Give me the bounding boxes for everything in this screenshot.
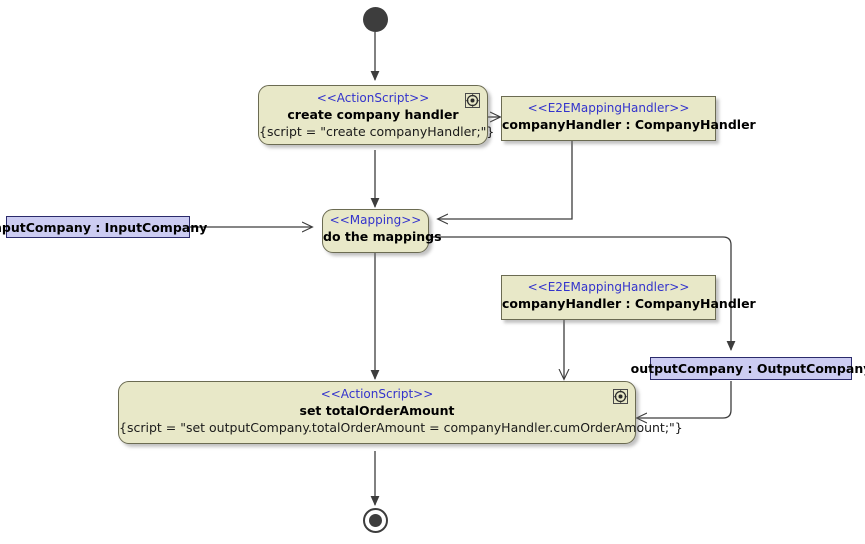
object-node-company-handler-out[interactable]: <<E2EMappingHandler>> companyHandler : C… [501, 96, 756, 141]
cog-icon[interactable] [613, 389, 628, 404]
action-node-title: do the mappings [323, 229, 442, 244]
object-node-title: companyHandler : CompanyHandler [502, 117, 756, 132]
initial-node[interactable] [363, 7, 388, 32]
edge-company-handler-out-to-do-mappings [438, 141, 573, 219]
stereotype-label: <<ActionScript>> [316, 91, 430, 105]
stereotype-label: <<E2EMappingHandler>> [527, 101, 690, 115]
cog-icon[interactable] [465, 93, 480, 108]
action-node-do-the-mappings[interactable]: <<Mapping>> do the mappings [322, 209, 442, 253]
action-node-create-company-handler[interactable]: <<ActionScript>> create company handler … [258, 85, 495, 145]
object-pin-input-company[interactable]: inputCompany : InputCompany [0, 216, 207, 238]
object-pin-label: inputCompany : InputCompany [0, 219, 208, 235]
action-node-title: set totalOrderAmount [299, 403, 455, 418]
object-node-title: companyHandler : CompanyHandler [502, 296, 756, 311]
stereotype-label: <<Mapping>> [329, 213, 422, 227]
action-node-script: {script = "set outputCompany.totalOrderA… [119, 420, 683, 435]
activity-final-node[interactable] [363, 508, 388, 533]
object-pin-output-company[interactable]: outputCompany : OutputCompany [631, 357, 865, 380]
stereotype-label: <<ActionScript>> [320, 387, 434, 401]
action-node-title: create company handler [287, 107, 459, 122]
action-node-script: {script = "create companyHandler;"} [259, 124, 495, 139]
stereotype-label: <<E2EMappingHandler>> [527, 280, 690, 294]
object-node-company-handler-in[interactable]: <<E2EMappingHandler>> companyHandler : C… [501, 275, 756, 320]
action-node-set-total-order-amount[interactable]: <<ActionScript>> set totalOrderAmount {s… [118, 381, 683, 444]
edge-output-company-to-set-total-order-amount [637, 381, 732, 418]
object-pin-label: outputCompany : OutputCompany [630, 361, 865, 376]
